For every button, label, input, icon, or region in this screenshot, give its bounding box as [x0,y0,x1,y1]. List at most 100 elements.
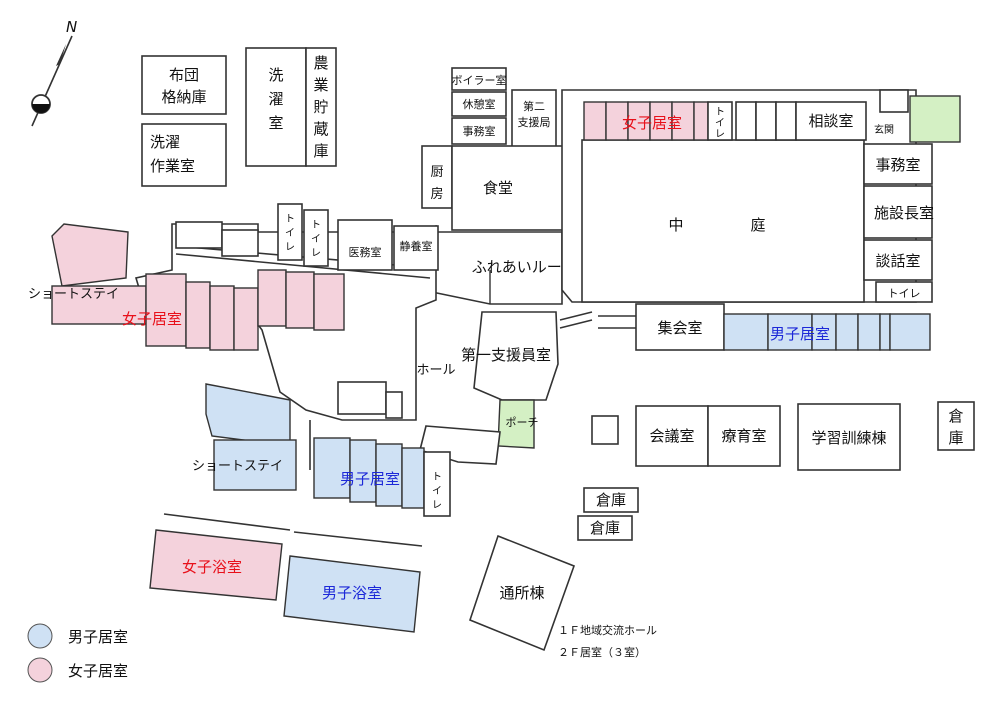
toilet-top-v-3: レ [715,129,725,140]
short-stay-female [51,223,129,287]
courtyard-label-1: 中 [668,216,683,234]
office-room [863,143,933,185]
male-rooms-mid-label: 男子居室 [340,470,400,488]
female-rooms-top [583,101,709,141]
laundry-work-label-1: 洗濯 [150,133,180,151]
compass-north-arrow-icon: N [31,18,77,127]
first-support-label: 第一支援員室 [461,346,551,364]
toilet-a-v-2: イ [285,228,295,239]
farm-v-4: 蔵 [313,120,328,138]
entrance-label: 玄関 [874,123,894,136]
rest-label: 休憩室 [463,97,496,111]
legend-male-swatch [27,623,53,649]
consultation-room [795,101,867,141]
toilet-right-label: トイレ [888,287,921,300]
small-office-label: 事務室 [463,124,496,138]
male-rooms-mid [313,437,425,509]
laundry-v-1: 洗 [268,66,283,84]
small-office [451,117,507,145]
entrance-green-area [909,95,961,143]
fureai-label: ふれあいルーム [472,258,577,276]
kitchen-v-1: 厨 [430,165,443,180]
futon-storage [141,55,227,115]
female-rooms-left [145,269,345,351]
note-2f: ２Ｆ居室（３室） [558,645,646,659]
laundry-work-label-2: 作業室 [150,157,195,175]
toilet-c-v-2: イ [432,486,442,497]
toilet-top-v-1: ト [715,107,725,118]
dining-hall [451,145,567,231]
day-service-label: 通所棟 [499,584,544,602]
laundry-v-3: 室 [268,114,283,132]
first-support-room [473,311,559,401]
storehouse-2 [577,515,633,541]
director-label: 施設長室 [874,204,934,222]
farm-v-2: 業 [313,76,328,94]
female-rooms-left-label: 女子居室 [122,310,182,328]
porch [497,399,535,449]
toilet-c-v-3: レ [432,500,442,511]
toilet-a-v-1: ト [285,214,295,225]
futon-storage-label-2: 格納庫 [161,88,206,106]
male-rooms-right [723,313,931,351]
farm-v-1: 農 [313,54,328,72]
storehouse-right [937,401,975,451]
second-support-label-2: 支援局 [518,115,551,129]
talk-label: 談話室 [875,252,920,270]
compass-label: N [66,18,77,36]
learning-training-label: 学習訓練棟 [811,429,886,447]
farm-v-3: 貯 [313,98,328,116]
toilet-c-v-1: ト [432,472,442,483]
legend: 男子居室 女子居室 [27,623,128,683]
therapy-room [707,405,781,467]
courtyard-label-2: 庭 [750,216,765,234]
therapy-label: 療育室 [721,427,766,445]
rest-room [451,91,507,117]
office-label: 事務室 [875,156,920,174]
second-support-office [511,89,557,153]
storehouse-1-label: 倉庫 [596,491,626,509]
laundry-room [245,47,307,167]
storehouse-v-1: 倉 [948,407,963,425]
legend-female-label: 女子居室 [68,662,128,680]
short-stay-male-block [205,383,291,447]
toilet-right [875,281,933,303]
assembly-label: 集会室 [657,319,702,337]
storehouse-v-2: 庫 [948,429,963,447]
laundry-work-room [141,123,227,187]
legend-female-swatch [27,657,53,683]
note-1f: １Ｆ地域交流ホール [558,623,657,637]
boiler-room [451,67,507,91]
storehouse-1 [583,487,639,513]
porch-label: ポーチ [506,416,539,429]
toilet-b [303,209,329,267]
talk-room [863,239,933,281]
rest-recovery-room [393,225,439,271]
boiler-label: ボイラー室 [452,73,507,87]
second-support-label-1: 第二 [523,99,545,113]
dining-label: 食堂 [483,179,513,197]
toilet-b-v-2: イ [311,234,321,245]
female-bath-label: 女子浴室 [182,558,242,576]
medical-label: 医務室 [349,245,382,259]
learning-training-building [797,403,901,471]
medical-room [337,219,393,271]
legend-male-label: 男子居室 [68,628,128,646]
short-stay-2-label: ショートステイ [192,459,283,474]
short-stay-1-label: ショートステイ [28,287,119,302]
kitchen [421,145,453,209]
day-service-building [469,534,576,652]
toilet-c [423,451,451,517]
farm-v-5: 庫 [313,142,328,160]
futon-storage-label-1: 布団 [169,66,199,84]
male-bath [283,555,421,633]
consultation-label: 相談室 [808,112,853,130]
male-bath-label: 男子浴室 [322,584,382,602]
director-room [863,185,933,239]
farm-storage [305,47,337,167]
toilet-b-v-3: レ [311,248,321,259]
female-bath [149,529,283,601]
kitchen-v-2: 房 [430,186,443,202]
recovery-label: 静養室 [400,239,433,253]
